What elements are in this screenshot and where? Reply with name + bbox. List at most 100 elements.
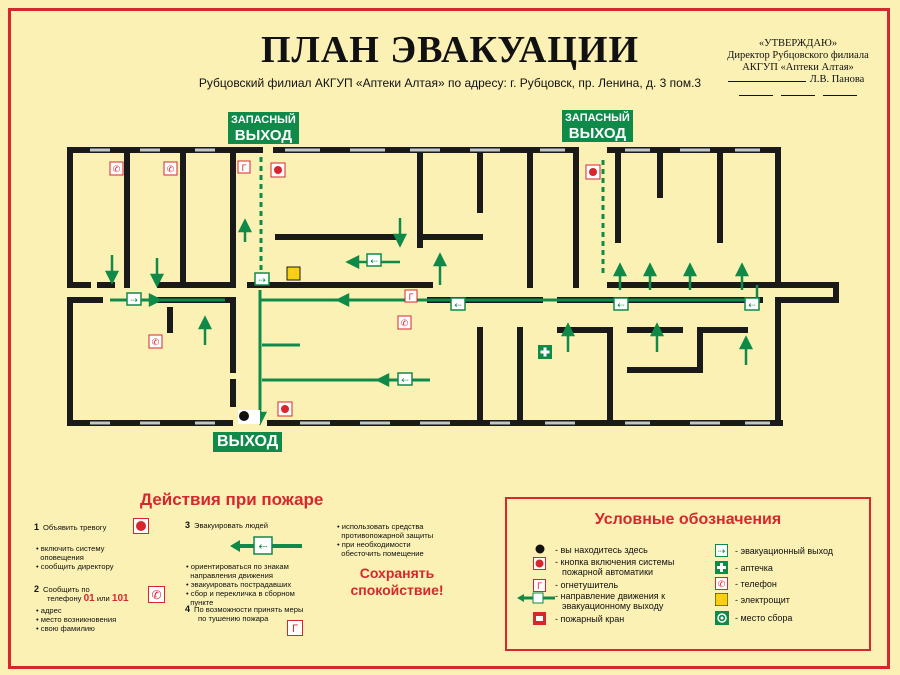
arrow-up-2 — [237, 218, 253, 242]
wall-right-inner — [477, 282, 781, 426]
legend-hydrant: - пожарный кран — [555, 614, 625, 624]
electric-panel-icon: ⚡ — [286, 266, 301, 281]
legend-aid: - аптечка — [735, 563, 773, 573]
alarm-button-icon — [133, 518, 149, 534]
alarm-button-icon — [270, 162, 286, 178]
exit-sign-icon: ⇢ — [126, 292, 142, 306]
actions-title: Действия при пожаре — [140, 490, 324, 509]
exit-dashed-paths — [259, 157, 605, 275]
phone-icon: ✆ — [163, 161, 178, 176]
extinguisher-icon: Г — [533, 579, 546, 592]
svg-text:✆: ✆ — [167, 164, 175, 174]
approval-name: Л.В. Панова — [809, 74, 865, 85]
svg-text:⇠: ⇠ — [454, 300, 462, 310]
svg-text:⇠: ⇠ — [748, 300, 756, 310]
svg-text:⇠: ⇠ — [401, 375, 409, 385]
svg-text:Г: Г — [292, 623, 298, 635]
approval-line2: Директор Рубцовского филиала — [727, 50, 869, 61]
walls — [67, 147, 839, 426]
step1-details: • включить систему оповещения • сообщить… — [36, 544, 114, 571]
you-are-here-icon — [535, 544, 545, 554]
keep-calm-text: Сохранять спокойствие! — [350, 565, 444, 598]
arrow-up-6 — [738, 335, 754, 365]
arrow-down-1 — [104, 255, 120, 285]
alarm-button-icon — [533, 557, 546, 570]
arrow-left-2 — [335, 292, 360, 308]
fire-hydrant-icon — [533, 612, 546, 625]
extinguisher-icons: Г Г — [237, 160, 418, 303]
legend-phone: - телефон — [735, 579, 777, 589]
phone-icon: ✆ — [148, 586, 165, 603]
exit-sign-icon: ⇢ — [254, 272, 270, 286]
exit-sign-icon: ⇠ — [397, 372, 413, 386]
wall-center-mid — [247, 147, 483, 288]
electric-panel-icon: ⚡ — [715, 593, 728, 606]
phone-icons: ✆ ✆ ✆ ✆ — [109, 161, 412, 349]
exit-sign-icon: ⇠ — [366, 253, 382, 267]
alarm-button-icons — [270, 162, 601, 417]
svg-text:✆: ✆ — [113, 164, 121, 174]
svg-text:✆: ✆ — [152, 337, 160, 347]
approval-line3: АКГУП «Аптеки Алтая» — [742, 62, 854, 73]
arrow-up-3 — [432, 252, 448, 285]
wall-left-inner — [67, 147, 231, 333]
arrow-up-10 — [734, 262, 750, 290]
legend-button: - кнопка включения системы пожарной авто… — [555, 557, 675, 577]
svg-text:⚡: ⚡ — [288, 268, 299, 280]
svg-text:✆: ✆ — [151, 588, 161, 602]
phone-icon: ✆ — [148, 334, 163, 349]
legend-direction: - направление движения к эвакуационному … — [555, 591, 666, 611]
spare-exit-sign-left: ЗАПАСНЫЙ ВЫХОД — [228, 112, 299, 144]
arrow-up-7 — [612, 262, 628, 290]
step2-details: • адрес • место возникновения • свою фам… — [36, 606, 117, 633]
direction-arrow-icon — [517, 592, 555, 604]
step3-details: • ориентироваться по знакам направления … — [186, 562, 295, 607]
arrow-up-8 — [642, 262, 658, 290]
approval-line1: «УТВЕРЖДАЮ» — [758, 38, 838, 49]
arrow-up-1 — [197, 315, 213, 345]
svg-text:⇠: ⇠ — [258, 541, 267, 553]
svg-text:✆: ✆ — [718, 579, 726, 589]
address-line: Рубцовский филиал АКГУП «Аптеки Алтая» п… — [198, 76, 702, 90]
svg-text:Г: Г — [537, 581, 542, 591]
phone-icon: ✆ — [397, 315, 412, 330]
svg-text:⇢: ⇢ — [130, 295, 138, 305]
legend-extinguisher: - огнетушитель — [555, 580, 619, 590]
page-title: ПЛАН ЭВАКУАЦИИ — [260, 29, 640, 71]
direction-arrows — [104, 218, 759, 426]
arrow-up-9 — [682, 262, 698, 290]
legend-here: - вы находитесь здесь — [555, 545, 648, 555]
svg-text:⚡: ⚡ — [716, 594, 727, 606]
windows — [90, 148, 770, 425]
svg-text:Г: Г — [409, 292, 414, 302]
alarm-button-icon — [277, 401, 293, 417]
first-aid-icon — [538, 345, 552, 359]
approval-date-lines — [718, 88, 878, 100]
arrow-right-1 — [140, 292, 163, 308]
approval-block: «УТВЕРЖДАЮ» Директор Рубцовского филиала… — [718, 38, 878, 100]
evacuation-direction-icon: ⇠ — [230, 536, 302, 555]
legend-electric: - электрощит — [735, 595, 790, 605]
svg-text:⇠: ⇠ — [617, 300, 625, 310]
wall-right-block — [527, 147, 579, 288]
svg-text:⇠: ⇠ — [370, 256, 378, 266]
arrow-down-3 — [392, 218, 408, 248]
svg-text:Г: Г — [242, 163, 247, 173]
extra-measures: • использовать средства противопожарной … — [337, 522, 434, 558]
assembly-point-icon — [715, 611, 729, 625]
you-are-here-marker — [238, 410, 260, 424]
extinguisher-icon: Г — [237, 160, 251, 174]
legend-exit: - эвакуационный выход — [735, 546, 834, 556]
extinguisher-icon: Г — [287, 620, 303, 636]
legend-assembly: - место сбора — [735, 613, 793, 623]
arrow-down-2 — [149, 258, 165, 288]
legend-title: Условные обозначения — [594, 511, 782, 528]
arrow-up-5 — [649, 322, 665, 352]
spare-exit-sign-right: ЗАПАСНЫЙ ВЫХОД — [562, 110, 633, 142]
phone-icon: ✆ — [109, 161, 124, 176]
arrow-up-4 — [560, 322, 576, 352]
